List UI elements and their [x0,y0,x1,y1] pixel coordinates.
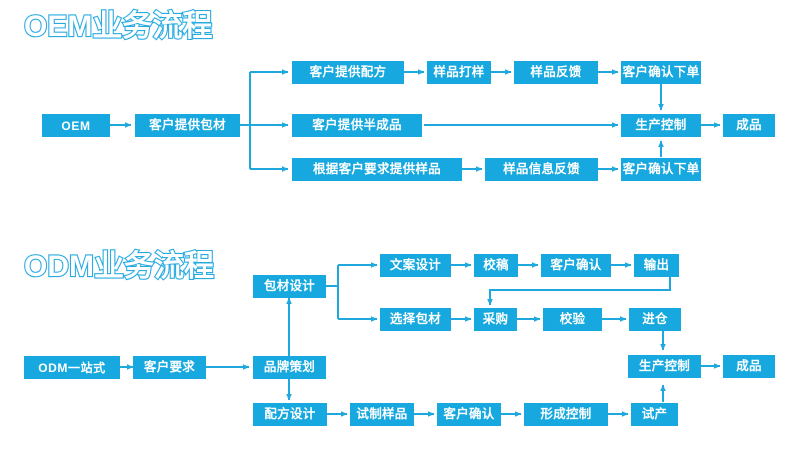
odm-node-copy-design[interactable]: 文案设计 [380,254,451,277]
oem-node-customer-order-top[interactable]: 客户确认下单 [621,61,701,84]
oem-node-sample-on-request[interactable]: 根据客户要求提供样品 [292,158,462,181]
odm-node-proofreading[interactable]: 校稿 [474,254,518,277]
odm-node-formula-design[interactable]: 配方设计 [253,403,327,426]
odm-node-purchase[interactable]: 采购 [474,308,517,331]
odm-node-form-control[interactable]: 形成控制 [524,403,608,426]
oem-node-sample-proofing[interactable]: 样品打样 [427,61,491,84]
odm-node-brand-planning[interactable]: 品牌策划 [253,356,326,379]
oem-node-sample-feedback[interactable]: 样品反馈 [514,61,598,84]
odm-node-trial-sample[interactable]: 试制样品 [350,403,414,426]
arrow-output-to-purchase [487,277,671,306]
oem-node-production-control[interactable]: 生产控制 [621,114,701,137]
odm-node-customer-requirement[interactable]: 客户要求 [133,356,206,379]
odm-node-start[interactable]: ODM一站式 [24,356,120,379]
odm-node-customer-confirm-top[interactable]: 客户确认 [541,254,611,277]
odm-node-warehouse-in[interactable]: 进仓 [629,308,681,331]
oem-node-packaging[interactable]: 客户提供包材 [135,114,240,137]
odm-node-select-package[interactable]: 选择包材 [380,308,451,331]
odm-section-title: ODM业务流程 [23,250,215,283]
odm-node-output[interactable]: 输出 [634,254,679,277]
odm-node-trial-production[interactable]: 试产 [631,403,678,426]
oem-node-customer-formula[interactable]: 客户提供配方 [292,61,404,84]
odm-node-customer-confirm-bottom[interactable]: 客户确认 [437,403,501,426]
odm-node-package-design[interactable]: 包材设计 [253,275,326,298]
oem-node-start[interactable]: OEM [42,114,110,137]
oem-node-finished-goods[interactable]: 成品 [723,114,775,137]
oem-section-title: OEM业务流程 [23,10,214,43]
odm-node-finished-goods[interactable]: 成品 [723,355,775,378]
odm-node-inspection[interactable]: 校验 [543,308,602,331]
oem-node-sample-info-feedback[interactable]: 样品信息反馈 [485,158,598,181]
odm-node-production-control[interactable]: 生产控制 [628,355,701,378]
oem-node-semi-finished[interactable]: 客户提供半成品 [292,114,422,137]
oem-node-customer-order-bottom[interactable]: 客户确认下单 [621,158,701,181]
